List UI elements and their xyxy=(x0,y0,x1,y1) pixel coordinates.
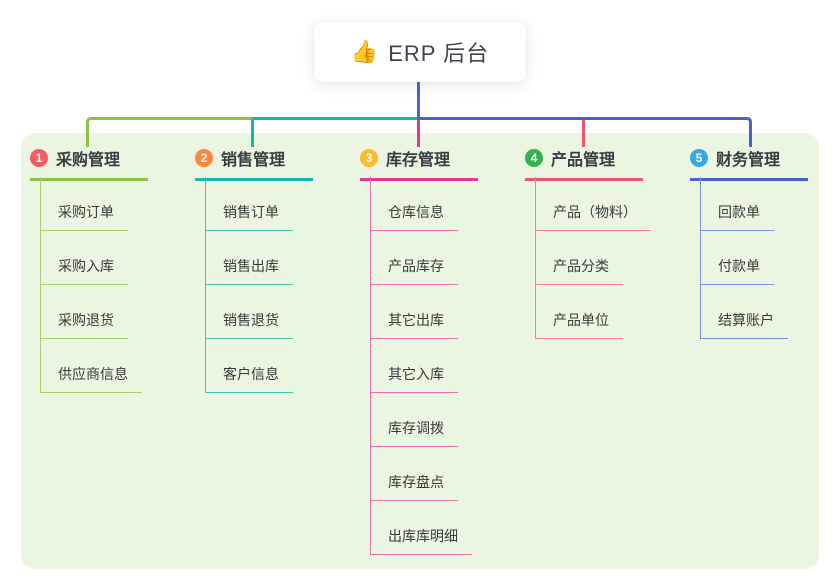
child-node[interactable]: 产品单位 xyxy=(536,285,623,339)
child-node[interactable]: 销售出库 xyxy=(206,231,293,285)
child-node[interactable]: 销售退货 xyxy=(206,285,293,339)
child-node[interactable]: 库存调拨 xyxy=(371,393,458,447)
branch-children-2: 销售订单销售出库销售退货客户信息 xyxy=(205,177,293,393)
child-node[interactable]: 采购入库 xyxy=(41,231,128,285)
child-node[interactable]: 产品分类 xyxy=(536,231,623,285)
child-node[interactable]: 其它入库 xyxy=(371,339,458,393)
branch-children-5: 回款单付款单结算账户 xyxy=(700,177,788,339)
branch-number-badge: 4 xyxy=(525,149,543,167)
child-node[interactable]: 结算账户 xyxy=(701,285,788,339)
branch-node-3[interactable]: 3 库存管理 xyxy=(360,146,478,181)
root-node[interactable]: 👍 ERP 后台 xyxy=(314,22,526,82)
branch-title: 销售管理 xyxy=(221,152,286,169)
child-node[interactable]: 销售订单 xyxy=(206,177,293,231)
mindmap-background-panel xyxy=(21,133,819,569)
thumbs-up-icon: 👍 xyxy=(350,39,379,64)
branch-children-1: 采购订单采购入库采购退货供应商信息 xyxy=(40,177,142,393)
branch-number-badge: 2 xyxy=(195,149,213,167)
branch-children-3: 仓库信息产品库存其它出库其它入库库存调拨库存盘点出库库明细 xyxy=(370,177,472,555)
branch-number-badge: 1 xyxy=(30,149,48,167)
child-node[interactable]: 供应商信息 xyxy=(41,339,142,393)
child-node[interactable]: 仓库信息 xyxy=(371,177,458,231)
branch-node-4[interactable]: 4 产品管理 xyxy=(525,146,643,181)
child-node[interactable]: 其它出库 xyxy=(371,285,458,339)
child-node[interactable]: 出库库明细 xyxy=(371,501,472,555)
branch-children-4: 产品（物料）产品分类产品单位 xyxy=(535,177,651,339)
branch-title: 采购管理 xyxy=(56,152,121,169)
branch-title: 财务管理 xyxy=(716,152,781,169)
branch-number-badge: 5 xyxy=(690,149,708,167)
branch-number-badge: 3 xyxy=(360,149,378,167)
branch-node-5[interactable]: 5 财务管理 xyxy=(690,146,808,181)
root-node-label: ERP 后台 xyxy=(388,41,490,66)
child-node[interactable]: 采购订单 xyxy=(41,177,128,231)
child-node[interactable]: 库存盘点 xyxy=(371,447,458,501)
child-node[interactable]: 付款单 xyxy=(701,231,774,285)
branch-title: 库存管理 xyxy=(386,152,451,169)
child-node[interactable]: 回款单 xyxy=(701,177,774,231)
child-node[interactable]: 采购退货 xyxy=(41,285,128,339)
child-node[interactable]: 产品（物料） xyxy=(536,177,651,231)
branch-title: 产品管理 xyxy=(551,152,616,169)
child-node[interactable]: 产品库存 xyxy=(371,231,458,285)
child-node[interactable]: 客户信息 xyxy=(206,339,293,393)
branch-node-2[interactable]: 2 销售管理 xyxy=(195,146,313,181)
branch-node-1[interactable]: 1 采购管理 xyxy=(30,146,148,181)
